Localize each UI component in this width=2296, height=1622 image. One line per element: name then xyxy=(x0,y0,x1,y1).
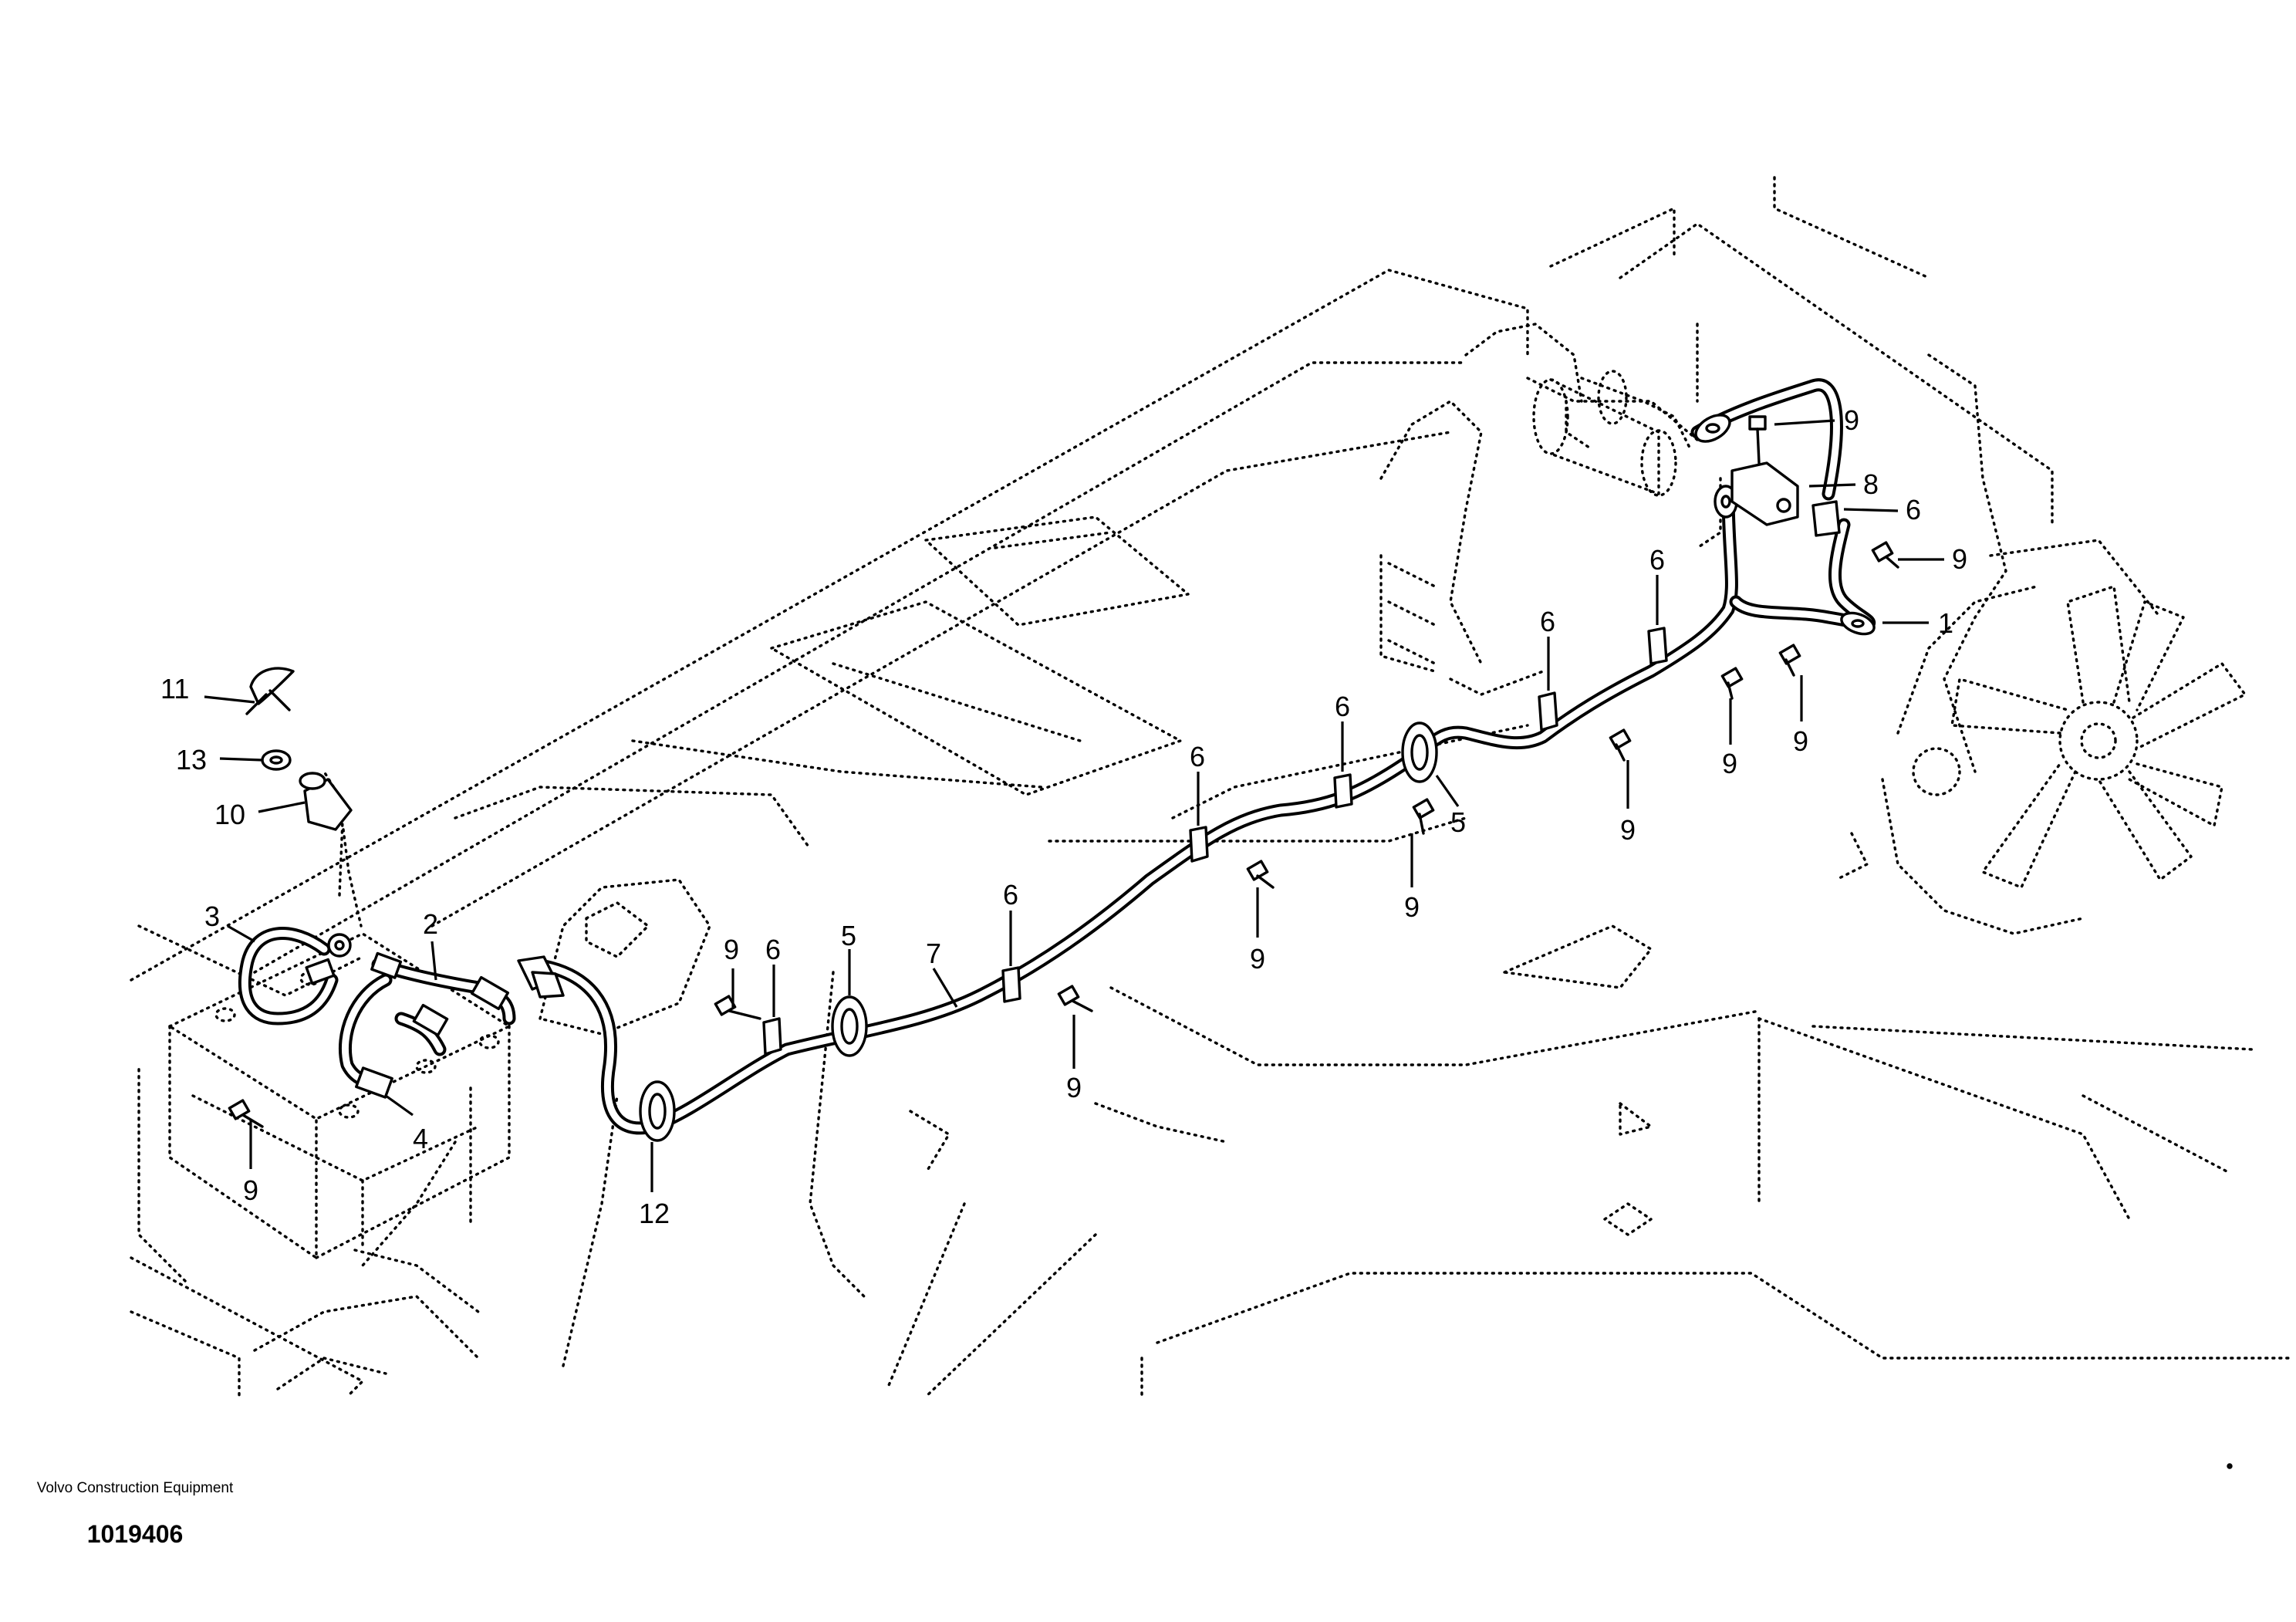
callout-5-left: 5 xyxy=(841,920,856,951)
callout-6-7: 6 xyxy=(1906,494,1921,525)
company-name: Volvo Construction Equipment xyxy=(36,1480,234,1496)
starter-motor xyxy=(1532,370,1722,549)
battery-switch-assembly xyxy=(245,667,363,928)
callout-5-right: 5 xyxy=(1450,806,1466,838)
callout-11: 11 xyxy=(160,673,189,705)
batteries xyxy=(168,770,511,1259)
callout-9-10: 9 xyxy=(243,1174,258,1206)
screw-7 xyxy=(1778,644,1801,677)
callout-9-5: 9 xyxy=(1620,814,1636,846)
callout-7: 7 xyxy=(926,938,941,969)
machine-frame-outline xyxy=(130,176,2293,1398)
callout-9-3: 9 xyxy=(1722,748,1737,779)
callout-numbers: 1 2 3 4 5 5 6 6 6 6 6 6 6 7 8 9 9 9 9 9 … xyxy=(160,404,1967,1229)
cable-terminals xyxy=(305,414,1876,1099)
drawing-number: 1019406 xyxy=(86,1520,184,1548)
screw-2 xyxy=(1057,985,1093,1012)
callout-3: 3 xyxy=(204,901,220,932)
callout-6-1: 6 xyxy=(765,934,781,965)
leader-lines xyxy=(204,419,1944,1192)
callout-6-2: 6 xyxy=(1003,879,1018,911)
screws xyxy=(228,415,1899,1128)
screw-9 xyxy=(1748,415,1767,465)
callout-9-4: 9 xyxy=(1793,725,1808,757)
cable-grommets xyxy=(639,721,1438,1142)
screw-4 xyxy=(1412,798,1435,835)
callout-6-6: 6 xyxy=(1649,544,1665,576)
callout-2: 2 xyxy=(423,908,438,940)
callout-6-4: 6 xyxy=(1335,691,1350,722)
mounting-bracket xyxy=(1730,461,1799,526)
callout-6-3: 6 xyxy=(1190,741,1205,772)
callout-9-8: 9 xyxy=(1066,1072,1082,1103)
callout-6-5: 6 xyxy=(1540,606,1555,637)
stray-dot xyxy=(2227,1463,2233,1469)
callout-9-1: 9 xyxy=(1844,404,1859,436)
callout-9-7: 9 xyxy=(1250,943,1265,975)
callout-9-2: 9 xyxy=(1952,543,1967,575)
screw-3 xyxy=(1246,860,1275,889)
screw-10 xyxy=(228,1099,264,1128)
callout-4: 4 xyxy=(413,1123,428,1154)
callout-1: 1 xyxy=(1938,607,1953,639)
callout-12: 12 xyxy=(639,1198,670,1229)
callout-13: 13 xyxy=(176,744,207,776)
cable-clamps xyxy=(762,500,1841,1056)
callout-9-6: 9 xyxy=(1404,891,1420,923)
callout-10: 10 xyxy=(214,799,245,830)
screw-8 xyxy=(1871,541,1899,569)
engine-fan xyxy=(1835,539,2247,935)
callout-8: 8 xyxy=(1863,468,1879,500)
screw-6 xyxy=(1720,667,1744,700)
screw-1 xyxy=(714,995,761,1020)
callout-9-9: 9 xyxy=(724,934,739,965)
screw-5 xyxy=(1609,728,1632,762)
